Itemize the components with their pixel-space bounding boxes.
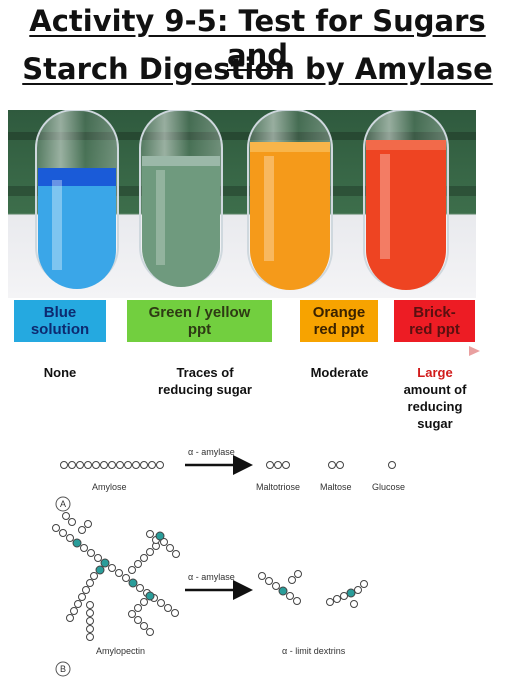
limit-dextrins-label: α - limit dextrins: [282, 646, 346, 656]
panel-b-letter: B: [60, 664, 66, 674]
limit-dextrin-1: [258, 570, 302, 605]
amylase-digestion-diagram: Amylose α - amylase Maltotriose Maltose …: [52, 447, 405, 677]
glucose-label: Glucose: [372, 482, 405, 492]
increasing-sugar-arrow: [18, 346, 480, 356]
tube-green: [139, 110, 223, 287]
result-swatch-brick-red: Brick-red ppt: [394, 300, 475, 342]
title-line-1: Activity 9-5: Test for Sugars and: [29, 4, 486, 72]
test-tubes-photo: [8, 110, 476, 298]
amylose-label: Amylose: [92, 482, 127, 492]
enzyme-label-b: α - amylase: [188, 572, 235, 582]
maltose-label: Maltose: [320, 482, 352, 492]
level-moderate: Moderate: [310, 365, 369, 380]
amylopectin-label: Amylopectin: [96, 646, 145, 656]
panel-a-letter: A: [60, 499, 66, 509]
tube-red: [363, 110, 449, 290]
panel-b: α - amylase Amylopectin α - limit dextri…: [52, 512, 368, 677]
maltose-molecule: [328, 461, 344, 469]
maltotriose-molecule: [266, 461, 290, 469]
tube-orange: [247, 110, 333, 290]
limit-dextrin-2: [326, 580, 368, 608]
amylose-chain: [60, 461, 164, 469]
level-none: None: [43, 365, 77, 380]
enzyme-label-a: α - amylase: [188, 447, 235, 457]
title-line-2: Starch Digestion by Amylase: [22, 52, 493, 86]
tube-blue: [35, 110, 119, 289]
level-large: Large amount of reducing sugar: [403, 365, 467, 431]
maltotriose-label: Maltotriose: [256, 482, 300, 492]
panel-a: Amylose α - amylase Maltotriose Maltose …: [55, 447, 405, 512]
amylopectin-molecule: [52, 512, 180, 641]
glucose-molecule: [388, 461, 396, 469]
